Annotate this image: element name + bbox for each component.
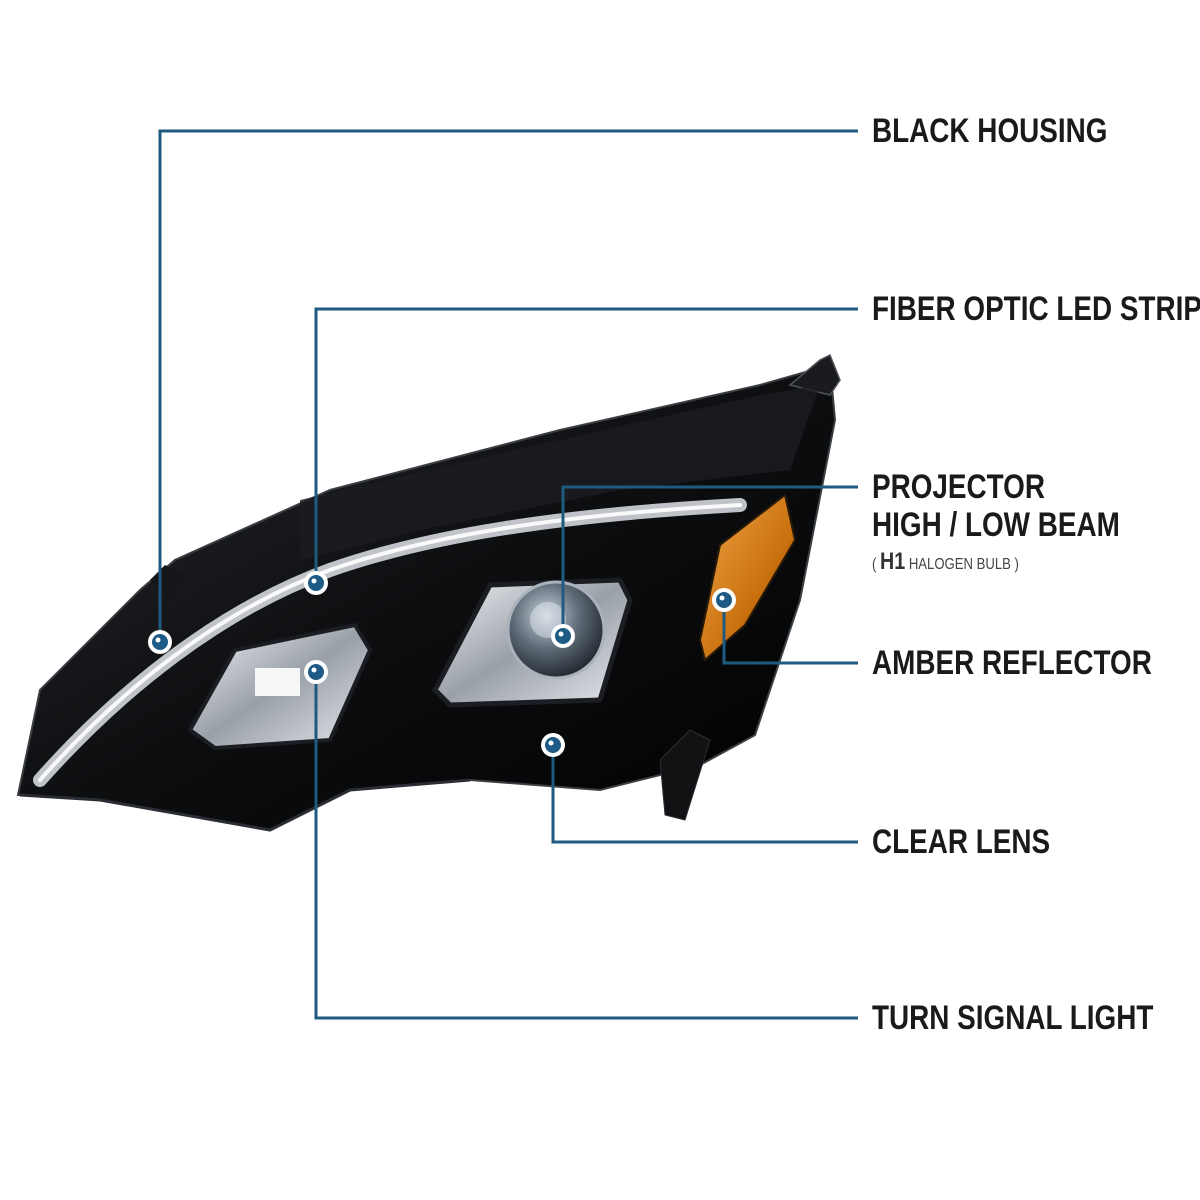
leader-amber: [722, 600, 858, 665]
label-fiber-optic: FIBER OPTIC LED STRIP: [872, 290, 1200, 328]
signal-bulb: [255, 668, 300, 696]
connector: [659, 729, 711, 821]
label-high-low-beam: HIGH / LOW BEAM: [872, 506, 1120, 544]
leader-projector: [561, 485, 858, 636]
leader-fiber-optic: [314, 307, 858, 583]
lens-highlight: [300, 385, 820, 560]
callout-dot-icon: [712, 588, 736, 612]
leader-black-housing: [158, 129, 858, 642]
label-amber-reflector: AMBER REFLECTOR: [872, 644, 1152, 682]
mount-tab: [788, 353, 841, 396]
callout-dot-icon: [304, 660, 328, 684]
bulb-paren-open: (: [872, 556, 881, 573]
bottom-trim: [19, 778, 471, 832]
leader-turn-signal: [314, 672, 858, 1020]
callout-dot-icon: [551, 624, 575, 648]
led-strip-glow: [38, 503, 742, 782]
label-clear-lens: CLEAR LENS: [872, 823, 1051, 861]
bulb-desc: HALOGEN BULB ): [905, 556, 1019, 573]
callout-dot-icon: [541, 733, 565, 757]
label-projector: PROJECTOR: [872, 468, 1046, 506]
bulb-code: H1: [880, 548, 906, 575]
label-black-housing: BLACK HOUSING: [872, 112, 1108, 150]
callout-dot-icon: [304, 571, 328, 595]
callout-dot-icon: [148, 630, 172, 654]
leader-clear-lens: [551, 745, 858, 844]
label-bulb-note: ( H1 HALOGEN BULB ): [872, 548, 1019, 576]
label-turn-signal: TURN SIGNAL LIGHT: [872, 999, 1154, 1037]
callout-markers: [148, 571, 736, 757]
leader-lines: [158, 129, 858, 1020]
